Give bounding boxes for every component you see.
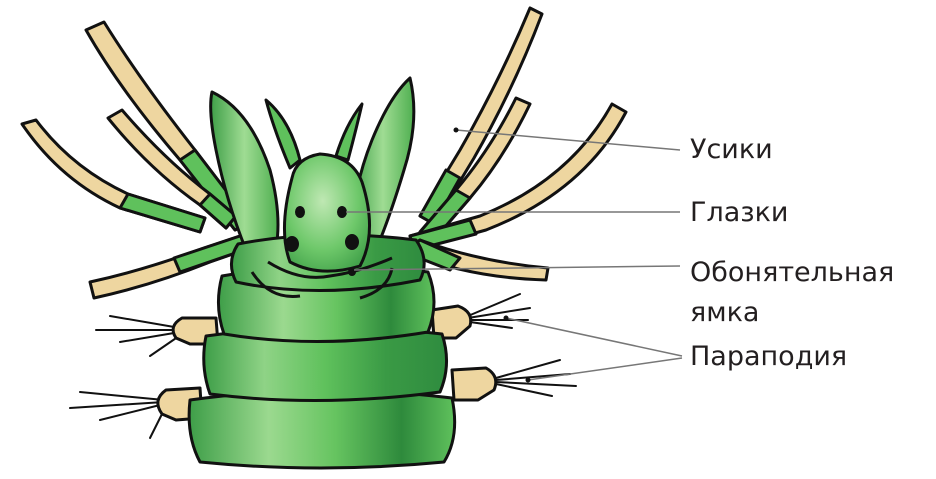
leader-parapodia-lower: [528, 358, 682, 380]
label-antennae: Усики: [690, 133, 773, 167]
eye-upper-left: [295, 206, 305, 218]
palp-left: [211, 92, 278, 250]
eye-lower-right: [345, 234, 359, 250]
eye-lower-left: [285, 236, 299, 252]
label-eyes: Глазки: [690, 196, 788, 230]
leader-parapodia-upper: [506, 318, 682, 356]
eye-upper-right: [337, 206, 347, 218]
palp-inner-right: [336, 104, 362, 160]
label-olfactory-pit-line2: ямка: [690, 296, 759, 330]
label-parapodia: Параподия: [690, 340, 847, 374]
parapodium-right-lower: [452, 368, 496, 400]
body-segment-4: [189, 390, 455, 468]
label-olfactory-pit-line1: Обонятельная: [690, 256, 894, 290]
palp-inner-left: [266, 100, 300, 168]
